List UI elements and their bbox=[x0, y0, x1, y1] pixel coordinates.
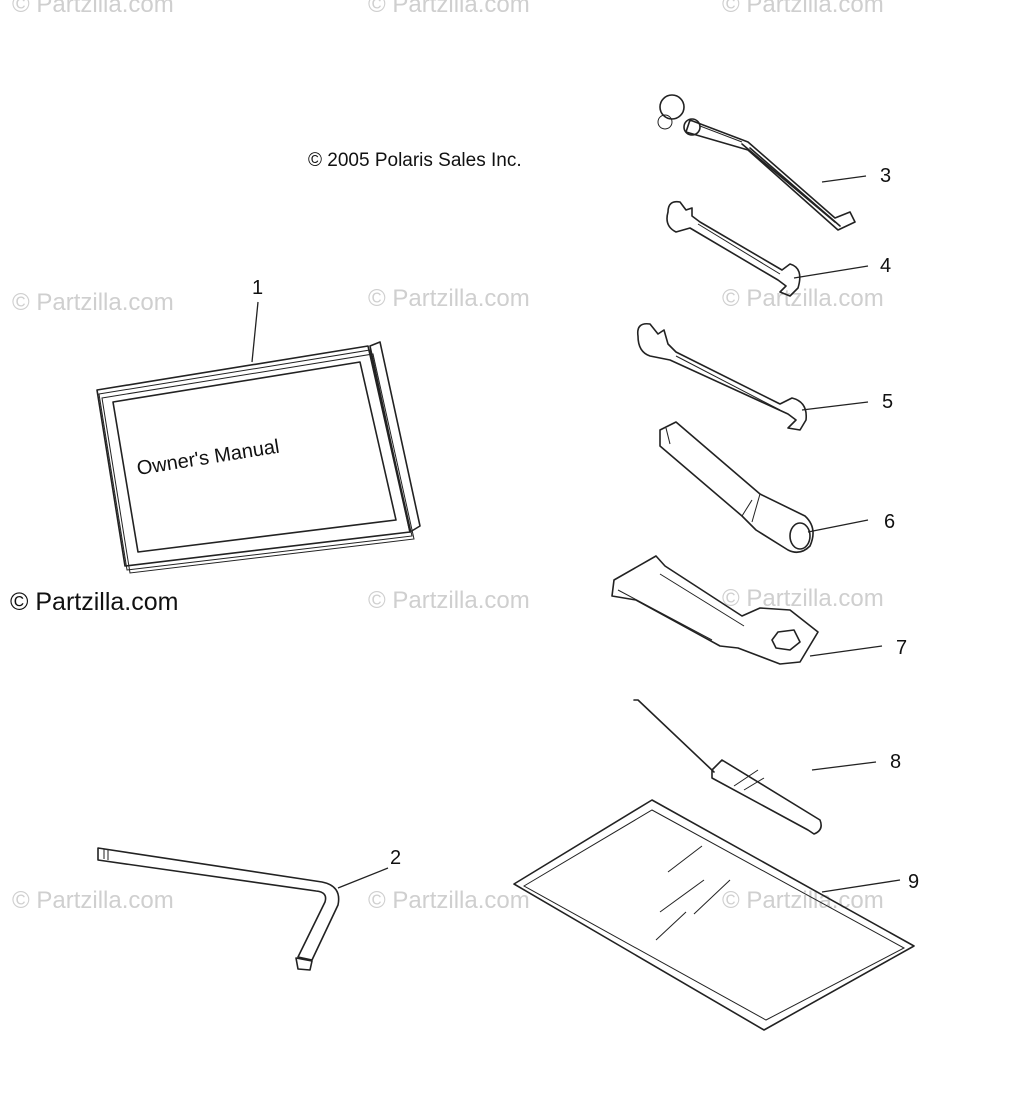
partzilla-logo-text: © Partzilla.com bbox=[10, 588, 178, 616]
callout-3: 3 bbox=[880, 165, 891, 187]
callout-7: 7 bbox=[896, 637, 907, 659]
open-end-wrench-large bbox=[636, 322, 808, 431]
hex-key bbox=[97, 847, 340, 971]
screwdriver bbox=[633, 699, 822, 835]
spanner-bracket bbox=[611, 555, 819, 665]
watermark: © Partzilla.com bbox=[722, 285, 884, 312]
open-end-wrench-small bbox=[666, 200, 801, 297]
watermark: © Partzilla.com bbox=[722, 585, 884, 612]
callout-9: 9 bbox=[908, 871, 919, 893]
watermarks: © Partzilla.com © Partzilla.com © Partzi… bbox=[12, 0, 884, 914]
copyright-text: © 2005 Polaris Sales Inc. bbox=[308, 150, 522, 171]
leader-lines bbox=[251, 175, 901, 893]
watermark: © Partzilla.com bbox=[368, 887, 530, 914]
box-socket-wrench bbox=[659, 421, 814, 554]
owners-manual: Owner's Manual bbox=[96, 341, 421, 574]
callout-4: 4 bbox=[880, 255, 891, 277]
watermark: © Partzilla.com bbox=[12, 887, 174, 914]
watermark: © Partzilla.com bbox=[12, 0, 174, 18]
tool-bag bbox=[513, 799, 915, 1031]
watermark: © Partzilla.com bbox=[368, 587, 530, 614]
watermark: © Partzilla.com bbox=[722, 0, 884, 18]
callout-6: 6 bbox=[884, 511, 895, 533]
manual-cover-text: Owner's Manual bbox=[135, 436, 281, 480]
callout-8: 8 bbox=[890, 751, 901, 773]
watermark: © Partzilla.com bbox=[368, 0, 530, 18]
callout-5: 5 bbox=[882, 391, 893, 413]
callout-1: 1 bbox=[252, 277, 263, 299]
watermark: © Partzilla.com bbox=[12, 289, 174, 316]
callouts: 1 2 3 4 5 6 7 8 9 bbox=[252, 165, 919, 893]
watermark: © Partzilla.com bbox=[722, 887, 884, 914]
watermark: © Partzilla.com bbox=[368, 285, 530, 312]
callout-2: 2 bbox=[390, 847, 401, 869]
spark-plug-wrench bbox=[657, 94, 856, 231]
